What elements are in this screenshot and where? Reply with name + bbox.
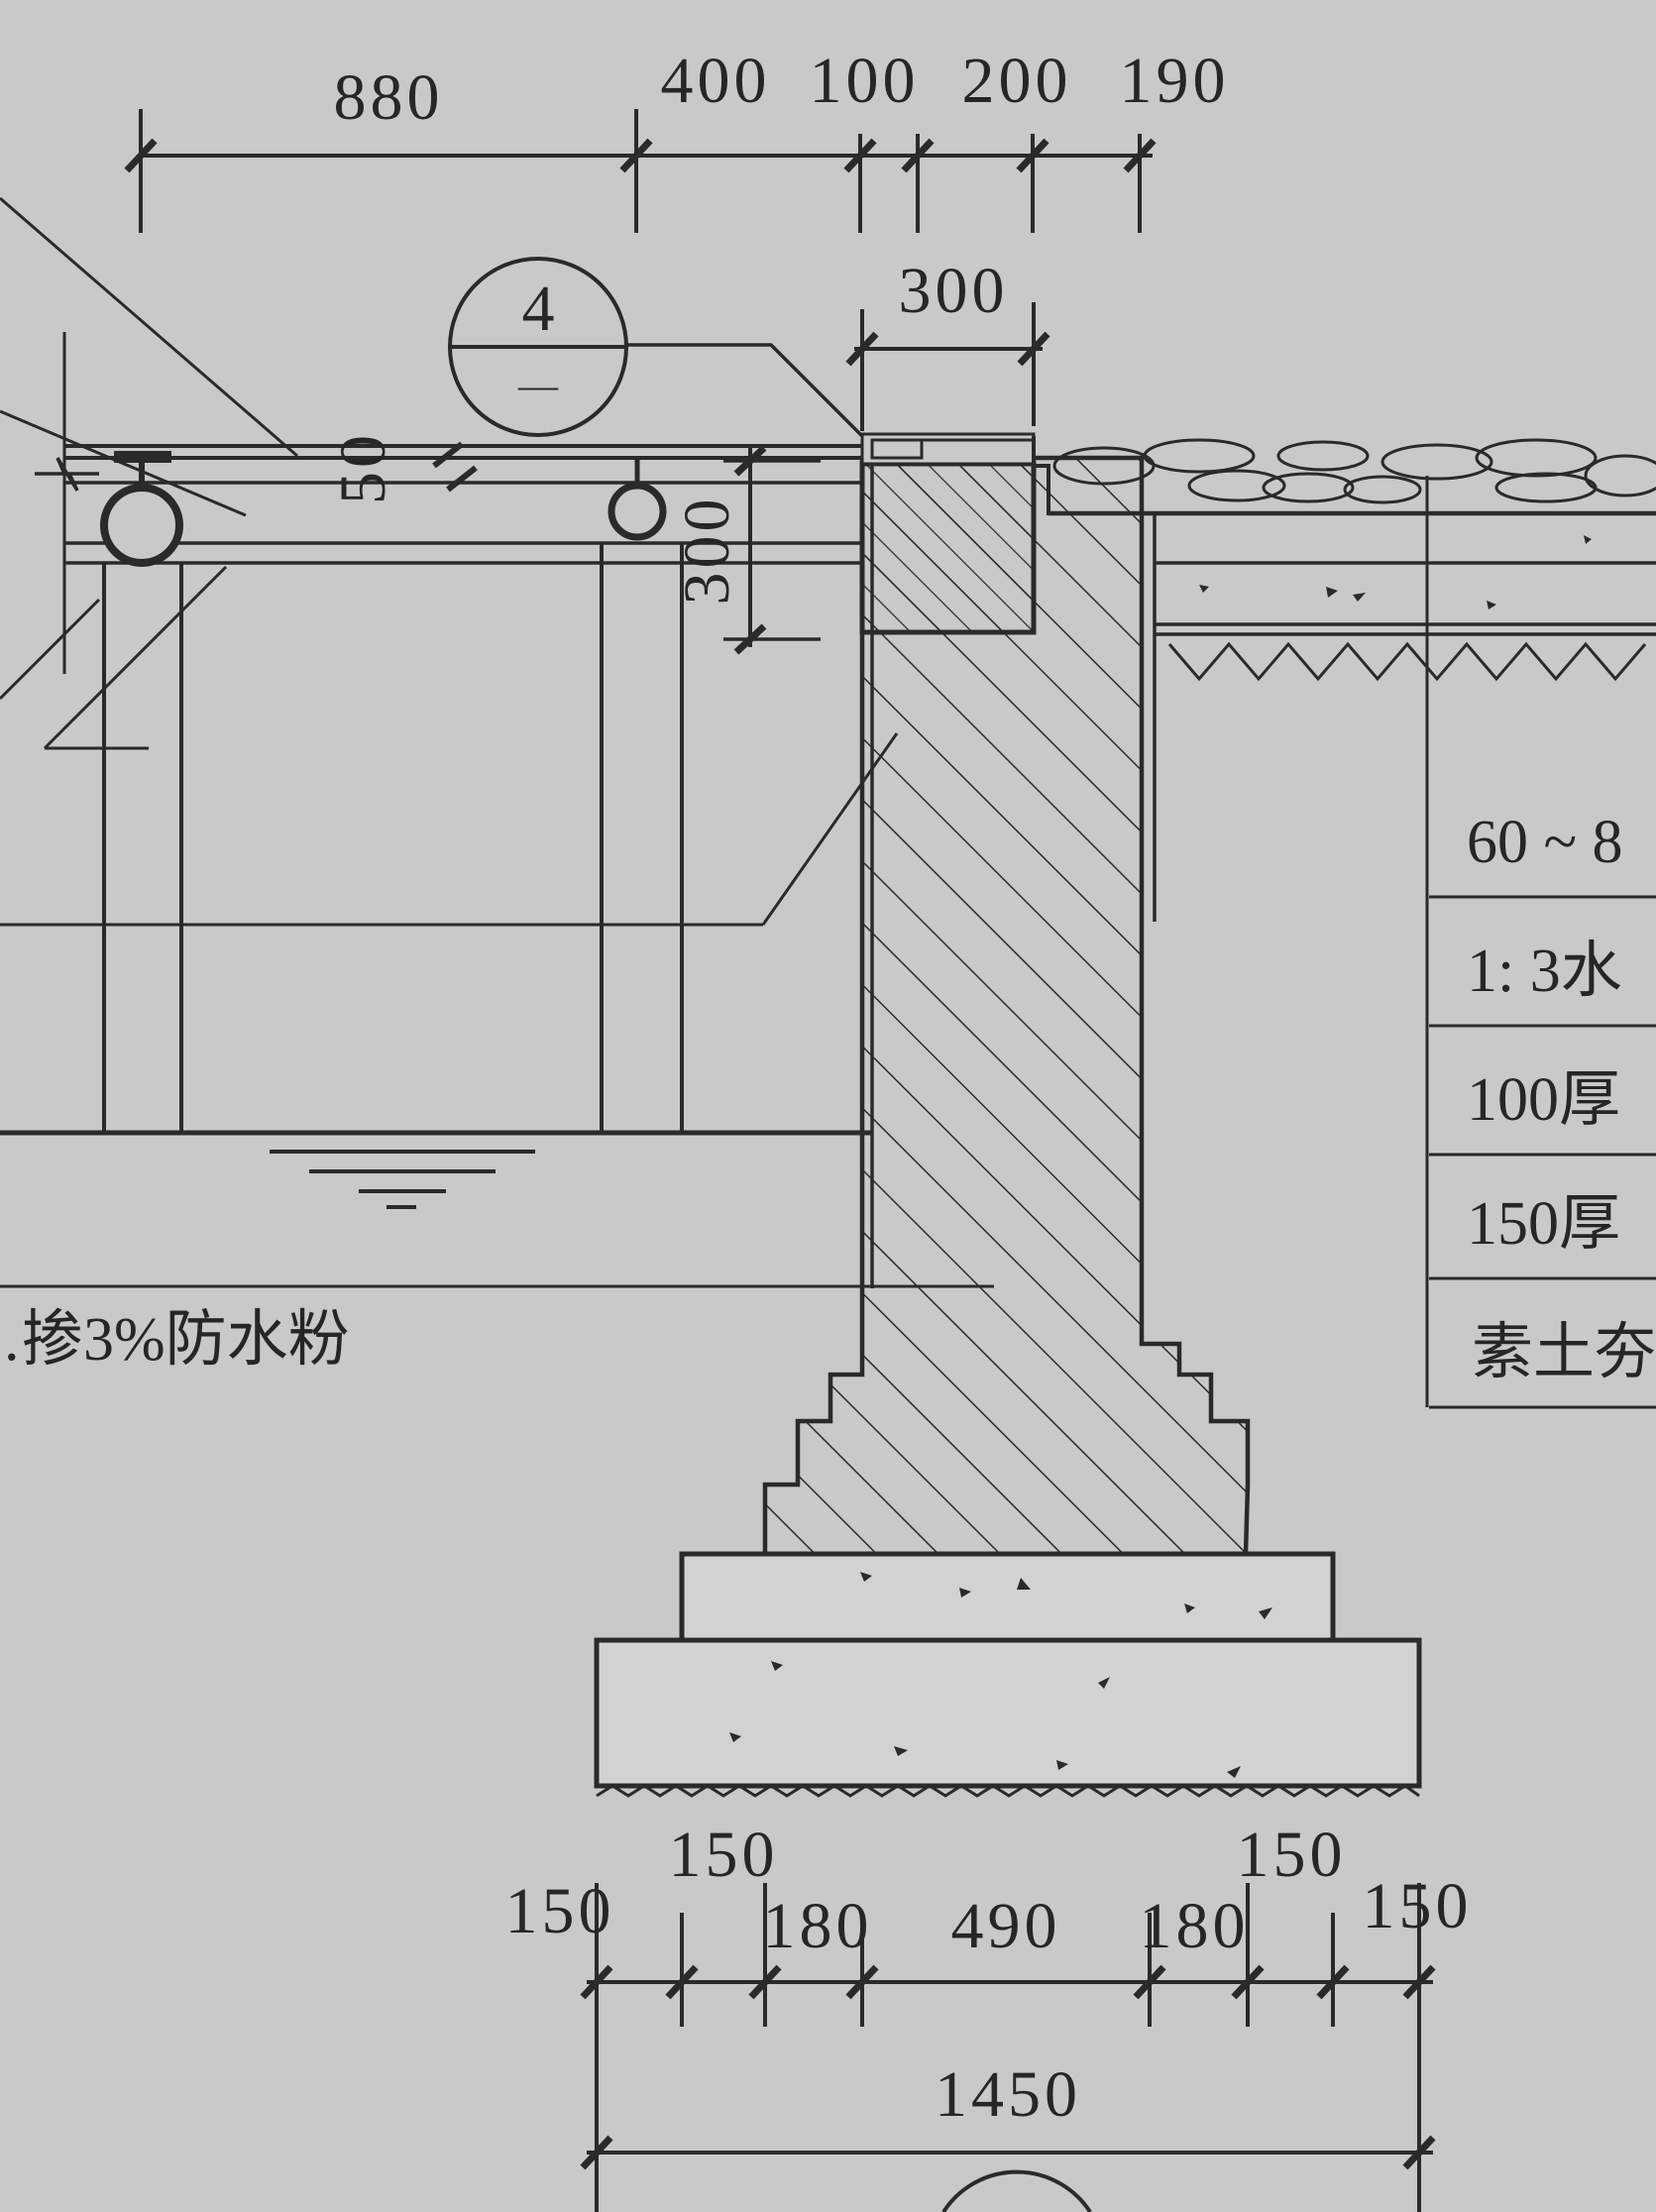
detail-sheet: — (517, 363, 559, 407)
dim-490: 490 (951, 1890, 1061, 1962)
layer-row-5: 素土夯 (1472, 1319, 1656, 1386)
dim-180-left: 180 (763, 1890, 873, 1962)
waterproof-note: …掺3%防水粉 (0, 1306, 350, 1374)
layers-table: 60 ~ 8 1: 3水 100厚 150厚 素土夯 (1429, 809, 1656, 1409)
footings (594, 1551, 1422, 1798)
layer-row-3: 100厚 (1467, 1066, 1620, 1134)
dim-880: 880 (334, 61, 444, 134)
retaining-wall (762, 432, 1251, 1557)
dim-150-left: 150 (505, 1875, 615, 1947)
layer-row-1: 60 ~ 8 (1467, 809, 1623, 876)
dim-150-upper-right: 150 (1237, 1819, 1347, 1891)
top-dimension-chain: 880 400 100 200 190 (124, 45, 1230, 233)
left-structure: 50 300 (0, 196, 994, 1288)
detail-number: 4 (522, 273, 555, 345)
dim-150-upper-left: 150 (669, 1819, 779, 1891)
dim-300-depth: 300 (671, 496, 743, 606)
coping-block (859, 461, 1037, 635)
upper-footing (679, 1551, 1336, 1643)
dim-300-coping: 300 (899, 255, 1009, 327)
dim-50-joint: 50 (327, 431, 399, 504)
layer-row-4: 150厚 (1467, 1190, 1620, 1258)
dim-200: 200 (962, 45, 1072, 117)
dim-150-right: 150 (1363, 1870, 1473, 1942)
bottom-callout-arc (941, 2169, 1092, 2212)
bottom-dimensions: 150 150 150 180 490 180 150 1450 (505, 1819, 1473, 2212)
dim-180-right: 180 (1140, 1890, 1250, 1962)
lower-footing (594, 1637, 1422, 1789)
dim-190: 190 (1120, 45, 1230, 117)
coping-width-dimension: 300 (845, 255, 1050, 431)
dim-1450-total: 1450 (935, 2058, 1081, 2131)
detail-callout: 4 — (448, 257, 920, 438)
ground-paving (1049, 438, 1656, 1407)
dim-400: 400 (661, 45, 771, 117)
dim-100: 100 (810, 45, 920, 117)
layer-row-2: 1: 3水 (1467, 938, 1622, 1005)
